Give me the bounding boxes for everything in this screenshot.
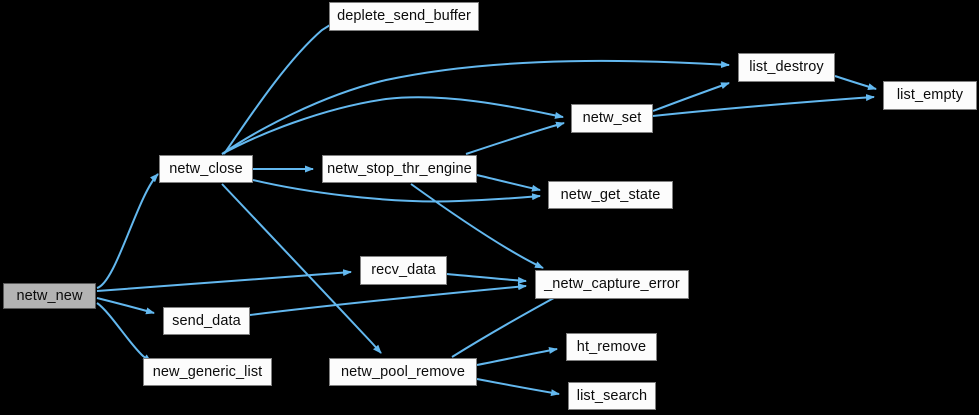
graph-node-label: netw_close <box>169 160 243 177</box>
call-edge-netw_stop_thr_engine-to-_netw_capture_error <box>410 183 544 269</box>
edge-layer <box>96 19 877 397</box>
graph-node-netw_set[interactable]: netw_set <box>571 104 653 133</box>
graph-node-label: netw_stop_thr_engine <box>327 160 472 177</box>
call-edge-netw_set-to-list_empty <box>652 94 875 117</box>
graph-node-label: _netw_capture_error <box>544 276 680 293</box>
call-edge-recv_data-to-_netw_capture_error <box>446 273 527 284</box>
graph-node-label: netw_set <box>582 110 642 127</box>
call-edge-netw_new-to-netw_close <box>96 173 159 289</box>
graph-node-netw_stop_thr_engine[interactable]: netw_stop_thr_engine <box>322 155 477 183</box>
graph-node-label: list_empty <box>896 87 964 104</box>
call-edge-netw_pool_remove-to-ht_remove <box>476 347 558 366</box>
graph-node-label: ht_remove <box>576 338 647 355</box>
call-edge-send_data-to-_netw_capture_error <box>249 283 527 316</box>
graph-node-recv_data[interactable]: recv_data <box>360 256 447 285</box>
call-edge-netw_stop_thr_engine-to-netw_get_state <box>476 174 541 192</box>
call-edge-netw_new-to-new_generic_list <box>96 302 152 363</box>
call-edge-list_destroy-to-list_empty <box>834 75 877 90</box>
graph-node-netw_get_state[interactable]: netw_get_state <box>548 181 673 209</box>
graph-node-list_search[interactable]: list_search <box>568 382 656 410</box>
call-edge-netw_new-to-recv_data <box>96 269 352 292</box>
call-edge-netw_close-to-netw_get_state <box>252 179 541 203</box>
call-edge-netw_close-to-netw_pool_remove <box>221 183 382 354</box>
call-edge-netw_close-to-netw_set <box>221 96 564 155</box>
graph-node-label: netw_pool_remove <box>340 363 466 380</box>
graph-node-label: new_generic_list <box>152 363 263 380</box>
call-edge-netw_close-to-list_destroy <box>221 59 730 155</box>
graph-node-label: recv_data <box>371 262 436 279</box>
graph-node-deplete_send_buffer[interactable]: deplete_send_buffer <box>329 2 479 31</box>
call-edge-netw_pool_remove-to-list_search <box>476 378 560 397</box>
call-edge-netw_close-to-deplete_send_buffer <box>223 19 339 155</box>
graph-node-label: deplete_send_buffer <box>337 8 471 25</box>
graph-node-netw_pool_remove[interactable]: netw_pool_remove <box>329 358 477 386</box>
call-edge-netw_stop_thr_engine-to-netw_set <box>465 121 565 155</box>
graph-node-list_empty[interactable]: list_empty <box>883 81 977 110</box>
graph-node-new_generic_list[interactable]: new_generic_list <box>143 358 272 386</box>
graph-node-label: netw_new <box>16 287 83 304</box>
graph-node-label: list_search <box>576 387 648 404</box>
graph-node-netw_new[interactable]: netw_new <box>3 283 96 309</box>
graph-node-label: netw_get_state <box>560 186 661 203</box>
call-edge-netw_new-to-send_data <box>96 297 155 315</box>
graph-node-list_destroy[interactable]: list_destroy <box>738 53 835 82</box>
graph-node-label: list_destroy <box>749 59 824 76</box>
graph-node-netw_close[interactable]: netw_close <box>159 155 253 183</box>
graph-node-send_data[interactable]: send_data <box>163 307 250 335</box>
call-edge-netw_set-to-list_destroy <box>652 82 730 112</box>
graph-node-ht_remove[interactable]: ht_remove <box>566 333 657 361</box>
graph-node-_netw_capture_error[interactable]: _netw_capture_error <box>535 270 689 299</box>
graph-node-label: send_data <box>172 312 241 329</box>
